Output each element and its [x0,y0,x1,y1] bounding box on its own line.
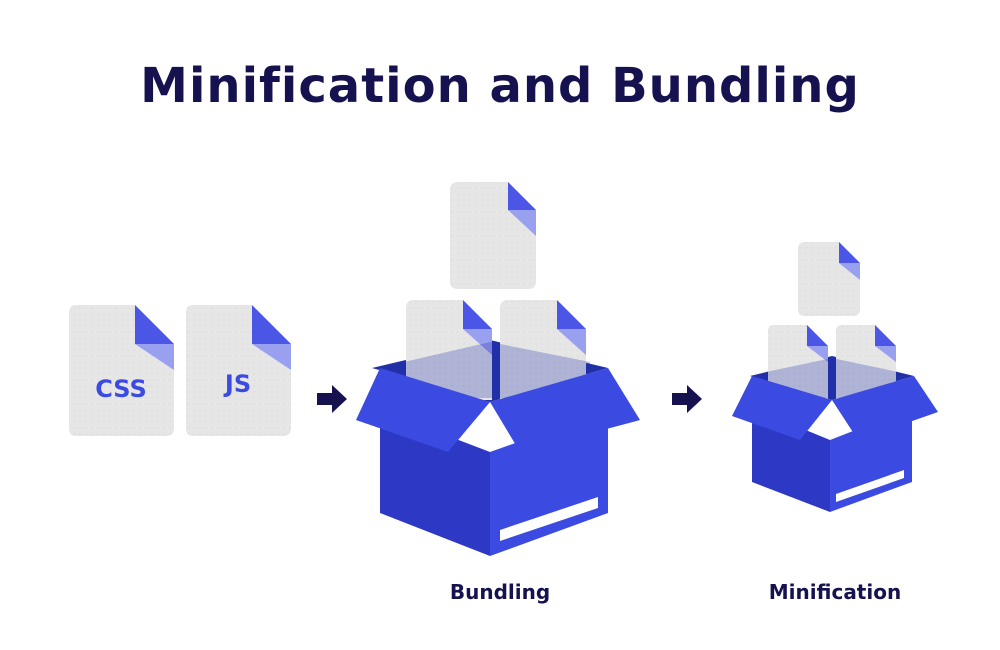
css-file-label: CSS [95,375,147,403]
js-file-icon: JS [186,305,291,436]
minification-caption: Minification [768,580,902,604]
bundling-box-icon [356,182,640,556]
css-file-icon: CSS [69,305,174,436]
js-file-label: JS [223,370,251,398]
arrow-right-icon [317,385,347,413]
arrow-right-icon [672,385,702,413]
bundling-caption: Bundling [449,580,551,604]
minification-box-icon [732,242,938,512]
page-title: Minification and Bundling [140,58,860,114]
